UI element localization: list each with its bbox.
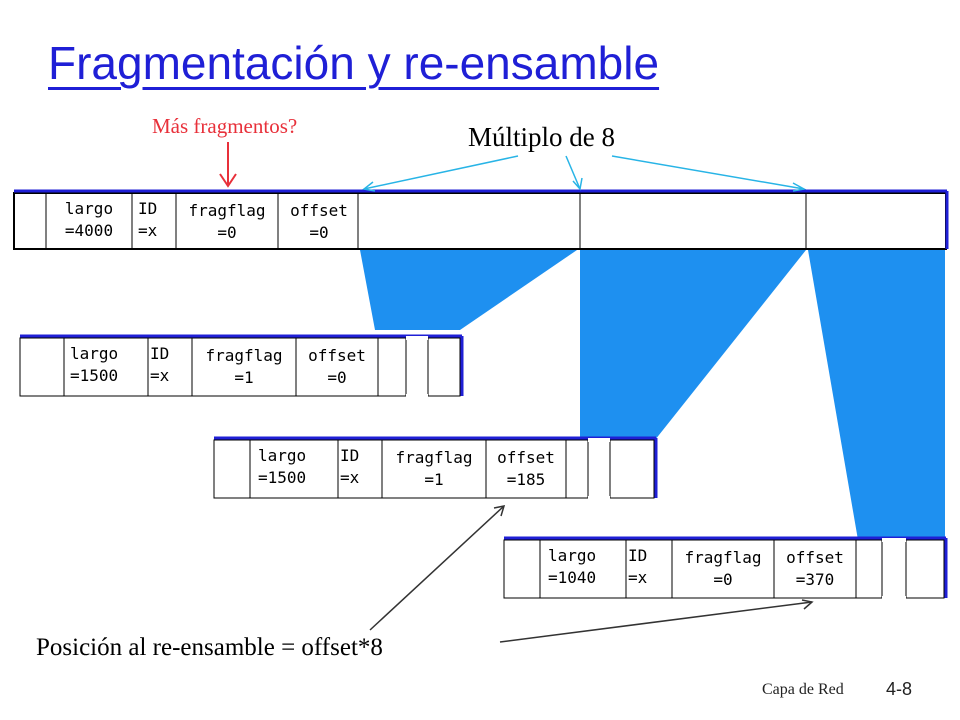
fragment-1-fragflag: fragflag =1 <box>205 346 283 387</box>
fragment-2-offset: offset =185 <box>497 448 555 489</box>
fragment-1-offset: offset =0 <box>308 346 366 387</box>
footer-page-number: 4-8 <box>886 679 913 699</box>
fragment-2-largo: largo =1500 <box>258 446 307 487</box>
fragment-3-mapping <box>808 250 945 540</box>
fragment-1-mapping <box>360 250 577 330</box>
fragment-3-fragflag: fragflag =0 <box>684 548 762 589</box>
datagram-fragflag: fragflag =0 <box>188 201 266 242</box>
page-title: Fragmentación y re-ensamble <box>48 37 660 89</box>
footer-chapter: Capa de Red <box>762 681 844 698</box>
fragment-3 <box>503 536 948 600</box>
multiple-of-8-arrows <box>362 155 807 192</box>
fragment-3-largo: largo =1040 <box>548 546 597 587</box>
fragment-3-id: ID =x <box>628 546 648 587</box>
multiple-of-8-label: Múltiplo de 8 <box>468 122 615 152</box>
datagram-id: ID =x <box>138 199 158 240</box>
fragment-1-id: ID =x <box>150 344 170 385</box>
datagram-largo: largo =4000 <box>64 199 114 240</box>
original-datagram <box>13 189 949 250</box>
reassembly-position-label: Posición al re-ensamble = offset*8 <box>36 634 383 661</box>
fragment-2-mapping <box>580 250 806 440</box>
more-fragments-label: Más fragmentos? <box>152 114 298 138</box>
datagram-offset: offset =0 <box>290 201 348 242</box>
fragment-2-id: ID =x <box>340 446 360 487</box>
fragment-1-largo: largo =1500 <box>70 344 119 385</box>
more-fragments-arrow <box>219 142 237 188</box>
reassembly-arrows <box>369 505 814 643</box>
fragment-2 <box>213 436 658 500</box>
fragment-1 <box>19 334 464 398</box>
fragment-2-fragflag: fragflag =1 <box>395 448 473 489</box>
fragment-3-offset: offset =370 <box>786 548 844 589</box>
